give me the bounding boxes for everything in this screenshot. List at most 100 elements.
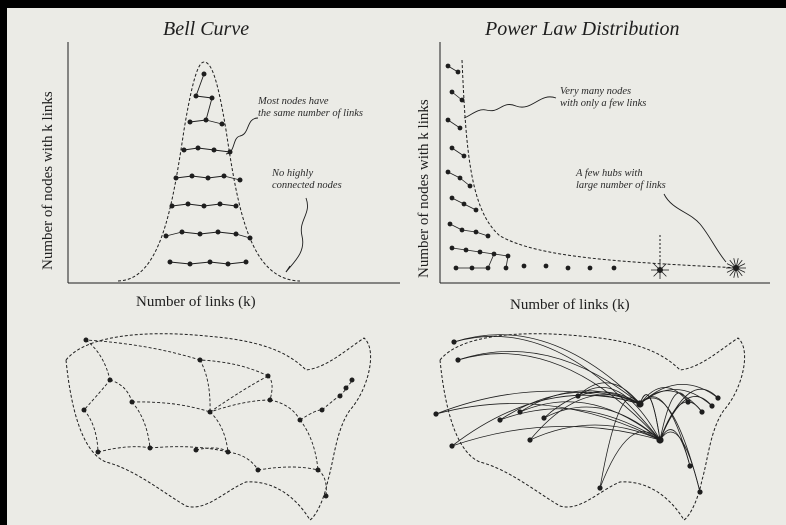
bell-node-dot <box>247 235 253 241</box>
map-left-city <box>95 449 101 455</box>
map-left-route <box>199 359 269 377</box>
bell-node-dot <box>179 229 185 235</box>
power-node-dot <box>445 117 451 123</box>
map-right-route <box>453 334 641 405</box>
map-left-route <box>109 379 133 403</box>
bell-link <box>217 231 237 235</box>
bell-node-dot <box>237 177 243 183</box>
power-node-dot <box>469 265 475 271</box>
power-node-dot <box>477 249 483 255</box>
map-right-city <box>715 395 721 401</box>
power-node-dot <box>455 69 461 75</box>
power-node-dot <box>463 247 469 253</box>
bell-link <box>189 261 211 265</box>
bell-link <box>213 149 231 153</box>
bell-link <box>195 95 213 99</box>
map-right-city <box>433 411 439 417</box>
power-leader-many <box>463 96 557 119</box>
map-left-city <box>323 493 329 499</box>
bell-node-dot <box>201 203 207 209</box>
bell-curve-ylabel: Number of nodes with k links <box>40 91 56 270</box>
bell-curve-title: Bell Curve <box>163 18 250 40</box>
bell-link <box>195 73 205 97</box>
power-node-dot <box>565 265 571 271</box>
bell-node-dot <box>243 259 249 265</box>
bell-link <box>191 175 209 179</box>
bell-node-dot <box>167 259 173 265</box>
map-right-route <box>529 424 661 441</box>
bell-link <box>187 203 205 207</box>
bell-link <box>197 147 215 151</box>
map-right-outline <box>439 333 746 521</box>
power-node-dot <box>447 221 453 227</box>
power-node-dot <box>457 175 463 181</box>
map-right-city <box>541 415 547 421</box>
power-node-dot <box>459 227 465 233</box>
bell-node-dot <box>189 173 195 179</box>
map-right-route <box>639 396 691 467</box>
bell-link <box>219 203 237 207</box>
bell-link <box>207 175 225 179</box>
power-hub-large <box>733 265 739 271</box>
power-link <box>487 253 495 269</box>
bell-link <box>223 175 241 181</box>
power-node-dot <box>461 153 467 159</box>
bell-node-dot <box>217 201 223 207</box>
map-right-route <box>435 403 661 441</box>
power-node-dot <box>485 233 491 239</box>
power-node-dot <box>485 265 491 271</box>
map-right-city <box>527 437 533 443</box>
map-right-route <box>577 382 641 405</box>
map-left-outline <box>65 333 372 521</box>
map-left-route <box>267 375 273 401</box>
map-right-route <box>543 406 661 441</box>
map-right-city <box>697 489 703 495</box>
map-left-route <box>269 399 301 421</box>
bell-node-dot <box>203 117 209 123</box>
map-left-route <box>85 339 111 381</box>
map-right-route <box>499 408 661 441</box>
map-left-city <box>337 393 343 399</box>
power-node-dot <box>449 195 455 201</box>
map-left-city <box>255 467 261 473</box>
map-left-route <box>299 409 323 421</box>
bell-node-dot <box>205 175 211 181</box>
map-right-city <box>451 339 457 345</box>
bell-link <box>227 261 247 265</box>
map-left-route <box>199 359 211 413</box>
map-right-city <box>517 409 523 415</box>
power-node-dot <box>587 265 593 271</box>
bell-node-dot <box>187 261 193 267</box>
map-right-route <box>659 388 719 441</box>
map-right-route <box>599 397 641 489</box>
map-right-route <box>659 429 691 467</box>
bell-curve-outline <box>117 61 301 282</box>
power-law-title: Power Law Distribution <box>485 18 680 40</box>
bell-link <box>165 231 183 237</box>
bell-link <box>169 261 191 265</box>
map-left-city <box>81 407 87 413</box>
bell-leader-arrow <box>285 265 291 273</box>
map-left-city <box>297 417 303 423</box>
map-left-route <box>257 466 319 471</box>
power-leader-hubs <box>663 193 727 263</box>
map-right-route <box>453 335 661 441</box>
map-left-route <box>131 401 151 449</box>
power-node-dot <box>503 265 509 271</box>
bell-node-dot <box>225 261 231 267</box>
bell-node-dot <box>169 203 175 209</box>
bell-node-dot <box>215 229 221 235</box>
bell-link <box>171 203 189 207</box>
map-right-hub <box>656 436 664 444</box>
power-node-dot <box>449 245 455 251</box>
map-left-city <box>315 467 321 473</box>
bell-node-dot <box>221 173 227 179</box>
power-node-dot <box>473 207 479 213</box>
map-right-city <box>497 417 503 423</box>
power-node-dot <box>453 265 459 271</box>
power-link <box>447 119 461 129</box>
bell-link <box>203 203 221 207</box>
map-right-route <box>529 394 641 441</box>
map-left-route <box>321 395 341 411</box>
